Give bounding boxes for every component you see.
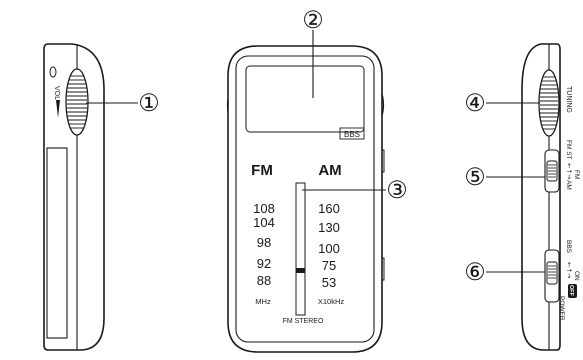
power-switch[interactable] bbox=[544, 249, 560, 303]
band-switch-fm-st-label: FM ST bbox=[565, 140, 572, 160]
band-switch[interactable] bbox=[544, 149, 560, 193]
callout-2: ② bbox=[302, 7, 324, 34]
right-body-outline bbox=[521, 43, 561, 351]
volume-wedge-icon bbox=[56, 100, 60, 118]
volume-wheel[interactable] bbox=[65, 68, 89, 136]
callout-number: ④ bbox=[464, 90, 486, 117]
power-switch-on-label: ON bbox=[573, 271, 580, 281]
callout-3: ③ bbox=[386, 177, 408, 204]
am-scale-value: 160 bbox=[318, 201, 340, 216]
right-side-view: TUNING ④ FM ST FM AM ←↑→ ⑤ bbox=[464, 43, 580, 351]
tuning-needle bbox=[296, 268, 305, 273]
am-scale-value: 75 bbox=[322, 258, 336, 273]
fm-scale: 108 104 98 92 88 bbox=[253, 201, 275, 288]
band-switch-am-label: AM bbox=[565, 180, 572, 190]
band-fm-label: FM bbox=[251, 162, 273, 179]
bbs-badge-box bbox=[339, 127, 365, 140]
am-unit-label: X10kHz bbox=[318, 297, 345, 306]
callout-number: ① bbox=[138, 90, 160, 117]
callout-number: ② bbox=[302, 7, 324, 34]
power-switch-off-label: OFF bbox=[568, 285, 574, 297]
callout-1: ① bbox=[138, 90, 160, 117]
fm-stereo-label: FM STEREO bbox=[283, 318, 324, 325]
callout-number: ③ bbox=[386, 177, 408, 204]
fm-scale-value: 98 bbox=[257, 235, 271, 250]
callout-number: ⑥ bbox=[464, 259, 486, 286]
callout-5: ⑤ bbox=[464, 164, 486, 191]
volume-label: VOL bbox=[53, 86, 60, 100]
fm-unit-label: MHz bbox=[255, 297, 271, 306]
band-am-label: AM bbox=[318, 162, 341, 179]
power-switch-bbs-label: BBS bbox=[565, 240, 572, 254]
power-switch-off-badge bbox=[568, 284, 577, 298]
front-view: BBS FM AM 108 104 98 92 88 160 130 100 7… bbox=[226, 7, 408, 353]
strap-hole bbox=[49, 66, 57, 78]
am-scale-value: 100 bbox=[318, 241, 340, 256]
band-switch-fm-label: FM bbox=[573, 170, 580, 179]
fm-scale-value: 104 bbox=[253, 215, 275, 230]
fm-scale-value: 108 bbox=[253, 201, 275, 216]
callout-4: ④ bbox=[464, 90, 486, 117]
band-switch-arrows-icon: ←↑→ bbox=[565, 163, 573, 180]
am-scale-value: 130 bbox=[318, 220, 340, 235]
left-body-outline bbox=[43, 43, 105, 351]
callout-number: ⑤ bbox=[464, 164, 486, 191]
am-scale-value: 53 bbox=[322, 275, 336, 290]
left-side-view: VOL ① bbox=[43, 43, 160, 351]
callout-6: ⑥ bbox=[464, 259, 486, 286]
left-battery-panel bbox=[46, 147, 68, 339]
speaker-window bbox=[245, 65, 365, 133]
tuning-wheel[interactable] bbox=[538, 69, 560, 137]
fm-scale-value: 92 bbox=[257, 256, 271, 271]
power-switch-power-label: POWER bbox=[558, 296, 565, 321]
fm-scale-value: 88 bbox=[257, 273, 271, 288]
tuning-label: TUNING bbox=[565, 86, 572, 113]
power-switch-arrows-icon: ←↑→ bbox=[565, 262, 573, 279]
am-scale: 160 130 100 75 53 bbox=[318, 201, 340, 290]
tuning-needle-slot bbox=[295, 182, 306, 316]
bbs-badge: BBS bbox=[344, 130, 360, 139]
front-inner-panel bbox=[235, 55, 375, 343]
